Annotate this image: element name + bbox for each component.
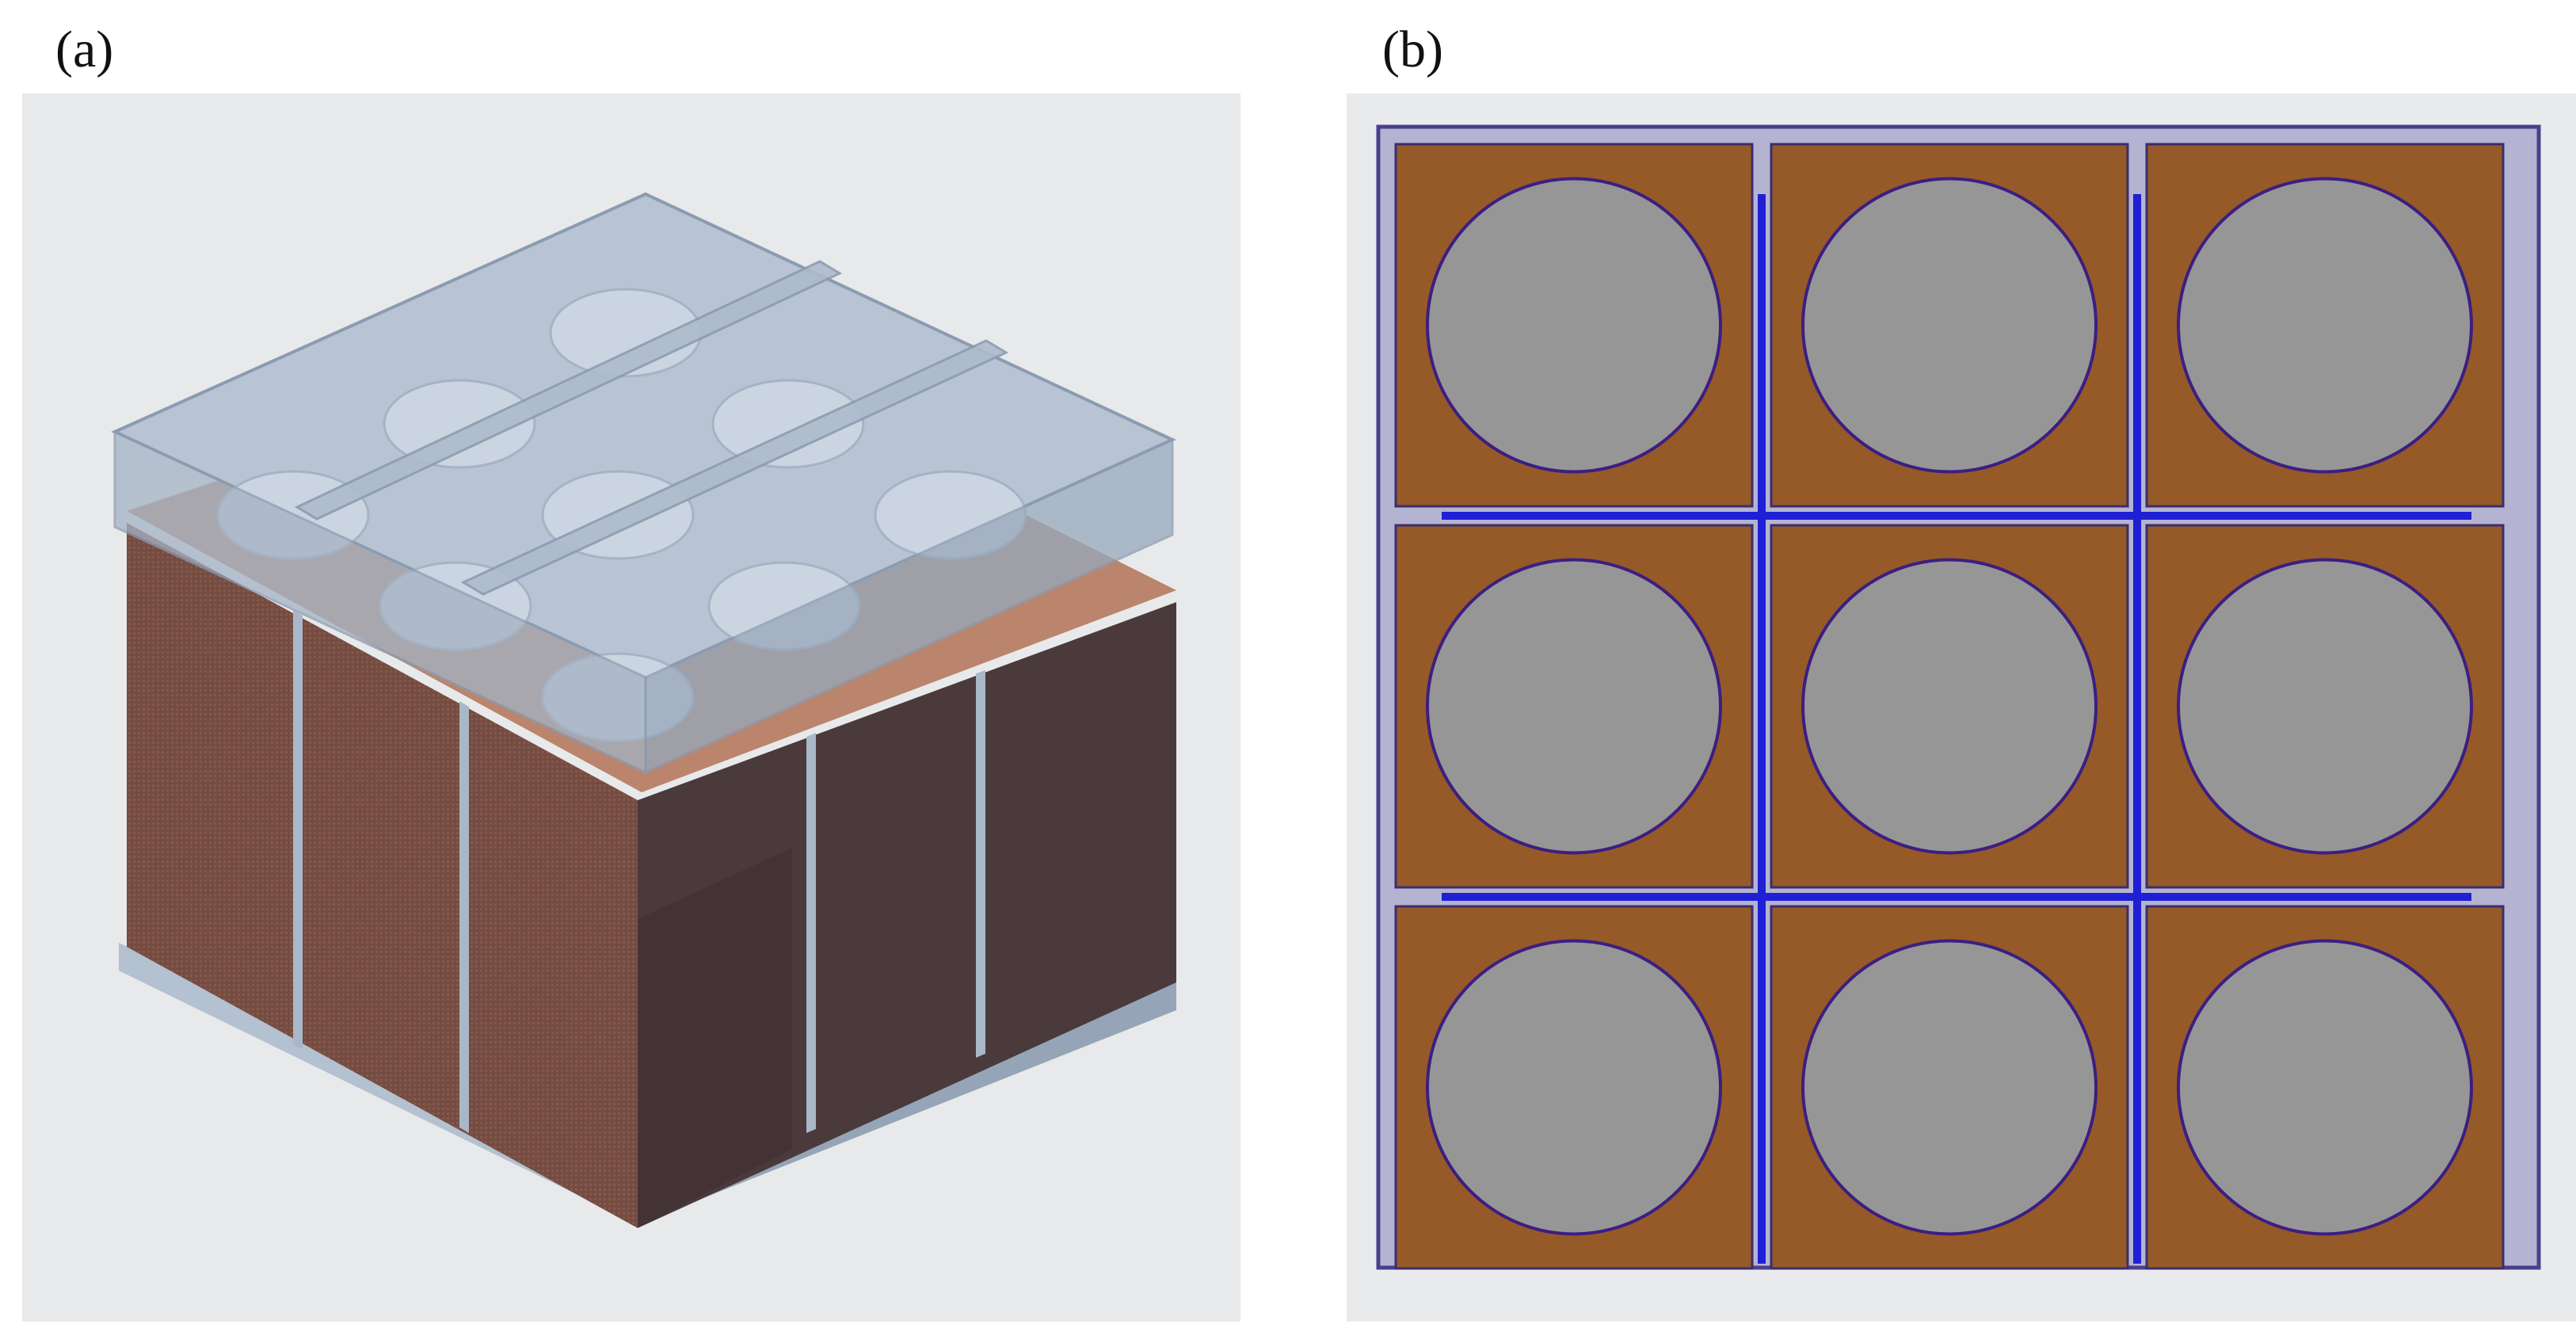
glass-lid-right-face — [644, 437, 1174, 775]
panel-b-cross-section — [1347, 93, 2576, 1322]
cells-group — [1394, 143, 2505, 1270]
fuel-disc-r2-c3 — [2177, 558, 2473, 855]
fuel-disc-r3-c1 — [1426, 939, 1722, 1236]
absorber-bars-group — [1442, 194, 2471, 1264]
fuel-disc-r2-c1 — [1426, 558, 1722, 855]
horizontal-absorber-1 — [1442, 512, 2471, 520]
panel-b-label: (b) — [1382, 21, 1443, 78]
left-face-separators — [293, 610, 469, 1133]
right-face-separators — [806, 670, 985, 1133]
fuel-disc-r3-c3 — [2177, 939, 2473, 1236]
panel-a-isometric-view — [22, 93, 1240, 1322]
fuel-disc-r1-c2 — [1801, 177, 2098, 474]
vertical-absorber-1 — [1758, 194, 1766, 1264]
horizontal-absorber-2 — [1442, 893, 2471, 901]
fuel-disc-r1-c3 — [2177, 177, 2473, 474]
fuel-disc-r2-c2 — [1801, 558, 2098, 855]
fuel-disc-r1-c1 — [1426, 177, 1722, 474]
vertical-absorber-2 — [2133, 194, 2141, 1264]
panel-a-label: (a) — [55, 21, 114, 78]
fuel-disc-r3-c2 — [1801, 939, 2098, 1236]
lid-ribs — [294, 260, 1009, 596]
block-left-texture — [127, 523, 638, 1228]
block-right-shade — [638, 848, 792, 1228]
